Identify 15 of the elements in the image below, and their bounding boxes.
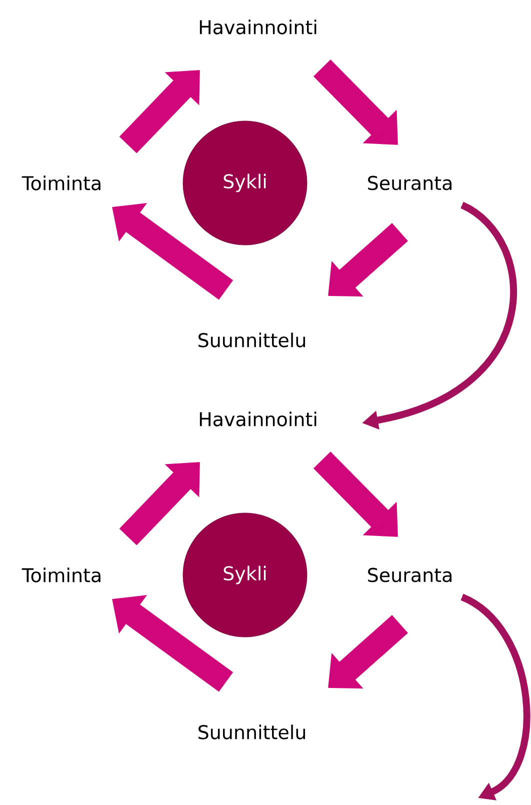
stage-label: Havainnointi xyxy=(200,20,316,34)
block-arrow xyxy=(328,615,408,689)
stage-label: Seuranta xyxy=(368,176,452,190)
stage-label: Havainnointi xyxy=(200,412,316,426)
block-arrow xyxy=(119,70,200,154)
stage-label: Suunnittelu xyxy=(198,724,305,740)
block-arrow xyxy=(328,223,408,297)
stage-label: Toiminta xyxy=(22,176,100,190)
stage-label: Toiminta xyxy=(22,568,100,582)
stage-label: Seuranta xyxy=(368,568,452,582)
block-arrow xyxy=(313,452,398,537)
curved-arrow xyxy=(460,594,530,800)
block-arrow xyxy=(313,60,398,145)
stage-label: Suunnittelu xyxy=(198,332,305,348)
block-arrow xyxy=(119,462,200,546)
